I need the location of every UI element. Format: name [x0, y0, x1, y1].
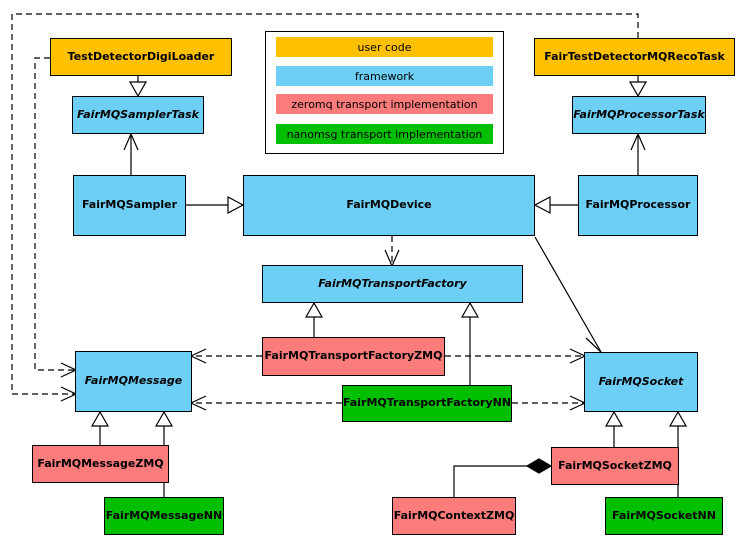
node-label: FairMQTransportFactoryZMQ [264, 349, 443, 363]
node-fairtestdetector-mqrecotask[interactable]: FairTestDetectorMQRecoTask [534, 38, 735, 76]
node-fairmq-message[interactable]: FairMQMessage [75, 351, 192, 412]
node-label: FairMQDevice [346, 198, 432, 212]
node-fairmq-sampler[interactable]: FairMQSampler [73, 175, 186, 236]
edge-tfzmq-tf [304, 301, 324, 337]
edge-device-socket [534, 236, 603, 364]
node-label: FairMQSampler [81, 198, 178, 212]
node-label: FairMQTransportFactory [318, 276, 467, 290]
edge-digiloader-message [34, 57, 78, 378]
legend-label-framework: framework [354, 69, 415, 83]
edge-socketzmq-socket [604, 410, 624, 447]
legend-item-nanomsg: nanomsg transport implementation [276, 124, 493, 144]
node-label: FairMQContextZMQ [393, 508, 515, 522]
node-test-detector-digi-loader[interactable]: TestDetectorDigiLoader [50, 38, 232, 76]
edge-tfnn-tf [460, 301, 480, 385]
edge-samplertask-sampler [123, 132, 139, 175]
node-fairmq-socket-nn[interactable]: FairMQSocketNN [605, 497, 723, 535]
legend-label-zeromq: zeromq transport implementation [291, 97, 478, 111]
edge-device-transportfactory [384, 236, 400, 268]
node-label: FairMQMessageZMQ [37, 456, 164, 470]
edge-tfnn-socket [512, 395, 587, 411]
node-fairmq-device[interactable]: FairMQDevice [243, 175, 535, 236]
node-fairmq-socket[interactable]: FairMQSocket [584, 352, 698, 412]
node-fairmq-processor-task[interactable]: FairMQProcessorTask [572, 96, 706, 134]
node-label: FairMQTransportFactoryNN [342, 396, 512, 410]
edge-processor-device [533, 196, 578, 214]
node-label: FairMQMessage [84, 374, 183, 388]
node-label: FairTestDetectorMQRecoTask [544, 49, 725, 63]
node-fairmq-transport-factory-nn[interactable]: FairMQTransportFactoryNN [342, 385, 512, 422]
node-fairmq-context-zmq[interactable]: FairMQContextZMQ [392, 497, 516, 535]
node-fairmq-message-zmq[interactable]: FairMQMessageZMQ [32, 445, 169, 483]
legend-item-zeromq: zeromq transport implementation [276, 94, 493, 114]
node-fairmq-transport-factory-zmq[interactable]: FairMQTransportFactoryZMQ [262, 337, 445, 376]
node-fairmq-processor[interactable]: FairMQProcessor [578, 175, 698, 236]
legend-label-nanomsg: nanomsg transport implementation [286, 127, 483, 141]
node-label: FairMQProcessorTask [573, 107, 705, 121]
node-label: FairMQSamplerTask [77, 107, 199, 121]
node-fairmq-message-nn[interactable]: FairMQMessageNN [104, 497, 224, 535]
edge-recotask-processortask [628, 76, 648, 98]
edge-tfzmq-message [189, 348, 262, 364]
edge-tfnn-message [189, 395, 342, 411]
edge-socketzmq-contextzmq [453, 458, 553, 497]
node-fairmq-transport-factory[interactable]: FairMQTransportFactory [262, 265, 523, 303]
edge-digiloader-samplertask [128, 76, 148, 98]
edge-messagezmq-message [90, 410, 110, 445]
node-fairmq-sampler-task[interactable]: FairMQSamplerTask [72, 96, 204, 134]
edge-processortask-processor [630, 132, 646, 175]
node-label: FairMQMessageNN [105, 508, 223, 522]
edge-sampler-device [186, 196, 245, 214]
node-label: FairMQSocketNN [612, 508, 716, 522]
node-label: FairMQProcessor [585, 198, 691, 212]
legend-item-framework: framework [276, 66, 493, 86]
node-label: FairMQSocket [598, 374, 684, 388]
node-fairmq-socket-zmq[interactable]: FairMQSocketZMQ [551, 447, 679, 485]
legend-item-user-code: user code [276, 37, 493, 57]
node-label: TestDetectorDigiLoader [67, 49, 215, 63]
node-label: FairMQSocketZMQ [558, 458, 672, 472]
legend-label-user-code: user code [357, 40, 412, 54]
edge-tfzmq-socket [445, 348, 587, 364]
